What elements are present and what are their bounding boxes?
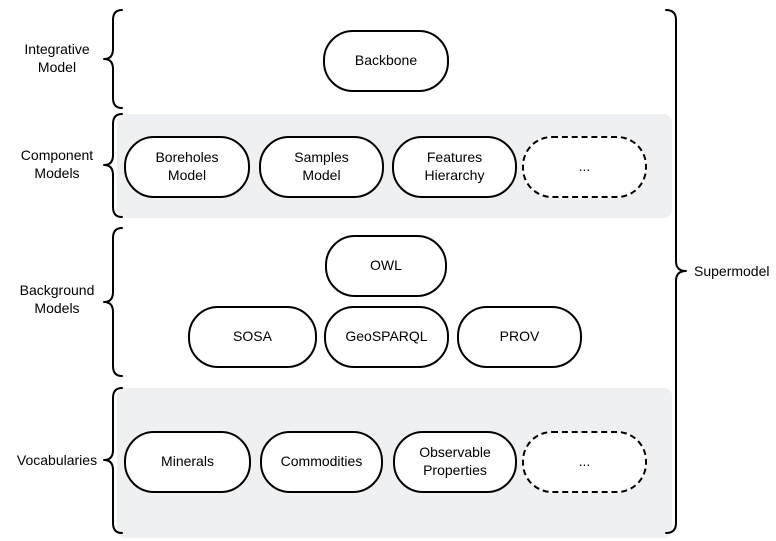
section-label-integrative-model: Integrative Model	[24, 41, 90, 75]
node-commodities: Commodities	[260, 431, 383, 493]
node-samples-model: Samples Model	[259, 136, 384, 198]
brace-component-models	[103, 113, 123, 218]
node-sosa: SOSA	[188, 306, 317, 368]
brace-background-models	[103, 227, 123, 377]
brace-vocabularies	[103, 387, 123, 534]
brace-supermodel	[665, 9, 687, 534]
node-geosparql: GeoSPARQL	[324, 306, 449, 368]
section-label-background-models: Background Models	[19, 282, 95, 316]
node-backbone: Backbone	[323, 30, 449, 92]
node-observable-properties: Observable Properties	[393, 431, 517, 493]
node-prov: PROV	[457, 306, 582, 368]
node-component-models-more: ...	[522, 136, 647, 198]
node-vocabularies-more: ...	[522, 431, 647, 493]
node-minerals: Minerals	[124, 431, 251, 493]
node-boreholes-model: Boreholes Model	[124, 136, 250, 198]
section-label-vocabularies: Vocabularies	[16, 452, 98, 468]
supermodel-label: Supermodel	[694, 263, 770, 279]
section-label-component-models: Component Models	[20, 147, 94, 181]
brace-integrative-model	[103, 9, 123, 109]
node-features-hierarchy: Features Hierarchy	[392, 136, 517, 198]
node-owl: OWL	[325, 235, 447, 297]
